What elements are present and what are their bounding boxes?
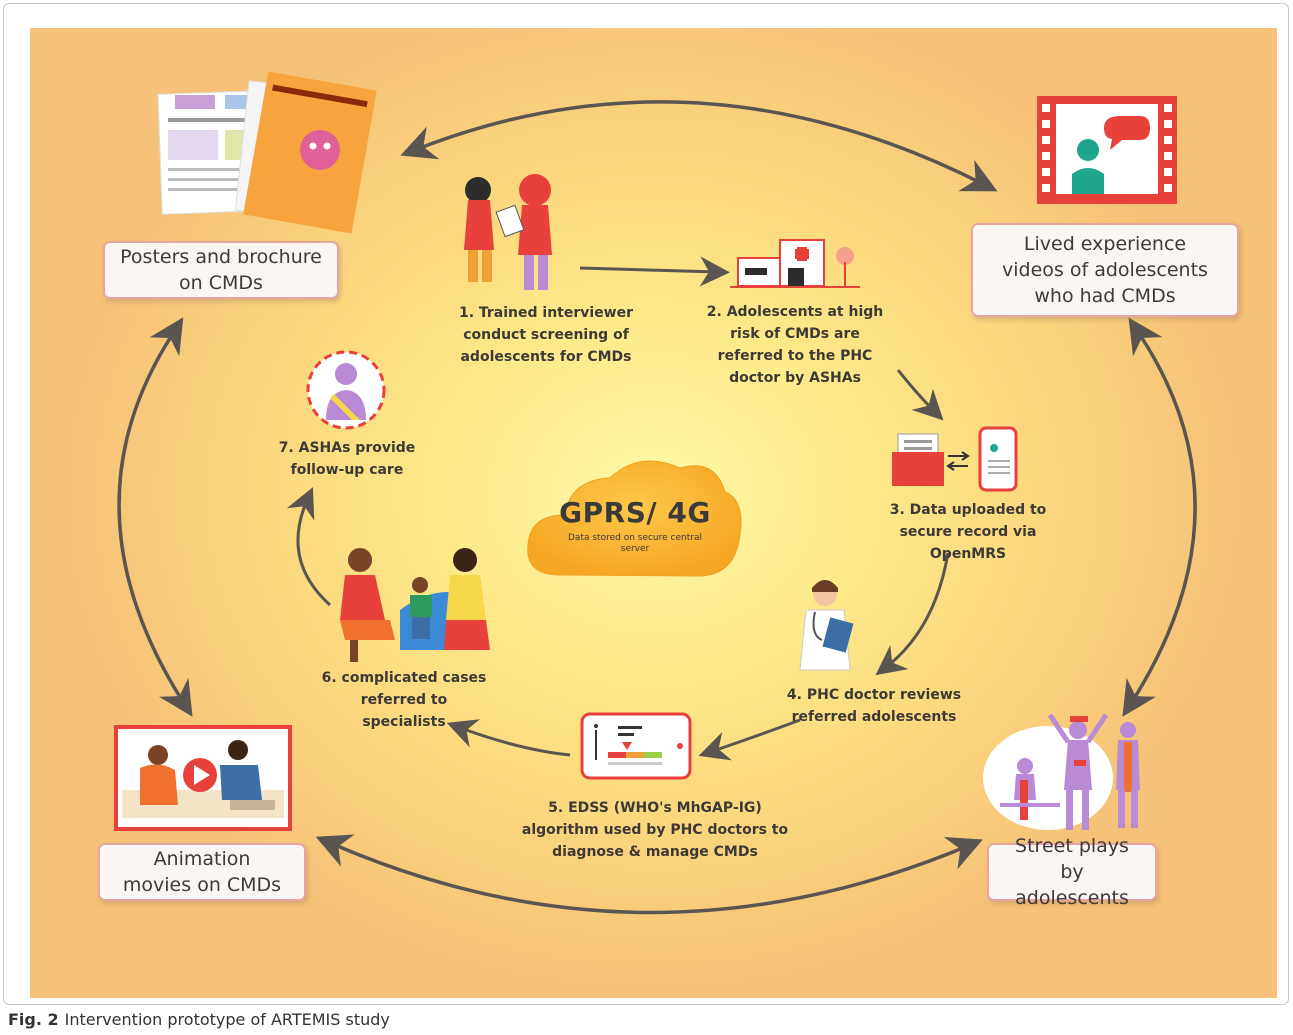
figure-caption: Fig. 2 Intervention prototype of ARTEMIS … — [8, 1010, 390, 1029]
street-play-icon — [983, 713, 1140, 830]
asha-icon — [306, 350, 386, 430]
data-upload-icon — [892, 426, 1018, 492]
step-1-label: 1. Trained interviewer conduct screening… — [458, 305, 634, 365]
animation-box: Animation movies on CMDs — [98, 843, 306, 901]
videos-box: Lived experience videos of adolescents w… — [971, 223, 1239, 317]
outer-cycle-arrows — [117, 100, 1197, 915]
doctor-icon — [799, 580, 854, 671]
cloud-icon — [527, 460, 742, 577]
arrow-1-to-2 — [579, 256, 730, 287]
animation-icon — [114, 725, 292, 831]
caption-label: Fig. 2 — [8, 1010, 59, 1029]
step-4-label: 4. PHC doctor reviews referred adolescen… — [786, 687, 962, 725]
step-5-label: 5. EDSS (WHO's MhGAP-IG) algorithm used … — [521, 800, 789, 860]
caption-text: Intervention prototype of ARTEMIS study — [64, 1010, 390, 1029]
step-7-label: 7. ASHAs provide follow-up care — [278, 440, 416, 478]
brochure-icon — [157, 71, 377, 234]
edss-tablet-icon — [580, 712, 692, 780]
cloud-subtitle: Data stored on secure central server — [568, 533, 702, 554]
arrow-6-to-7 — [286, 487, 332, 607]
clinic-icon — [730, 239, 860, 288]
arrow-top-arc — [400, 100, 998, 192]
step-2-label: 2. Adolescents at high risk of CMDs are … — [706, 304, 884, 386]
counselling-icon — [340, 548, 490, 662]
step-6-label: 6. complicated cases referred to special… — [321, 670, 487, 730]
screening-icon — [464, 174, 552, 290]
step-3-label: 3. Data uploaded to secure record via Op… — [889, 502, 1047, 562]
street-plays-box: Street plays by adolescents — [987, 835, 1157, 909]
arrow-2-to-3 — [896, 369, 944, 421]
arrow-3-to-4 — [875, 552, 950, 676]
arrow-4-to-5 — [698, 718, 801, 761]
arrow-right-arc — [1122, 317, 1197, 717]
arrow-bottom-arc — [315, 834, 983, 915]
cloud-title: GPRS/ 4G — [559, 496, 711, 529]
inner-step-arrows — [286, 256, 950, 761]
arrow-left-arc — [117, 317, 193, 717]
posters-box: Posters and brochure on CMDs — [103, 241, 339, 299]
arrow-5-to-6 — [446, 719, 571, 757]
video-icon — [1037, 96, 1177, 204]
